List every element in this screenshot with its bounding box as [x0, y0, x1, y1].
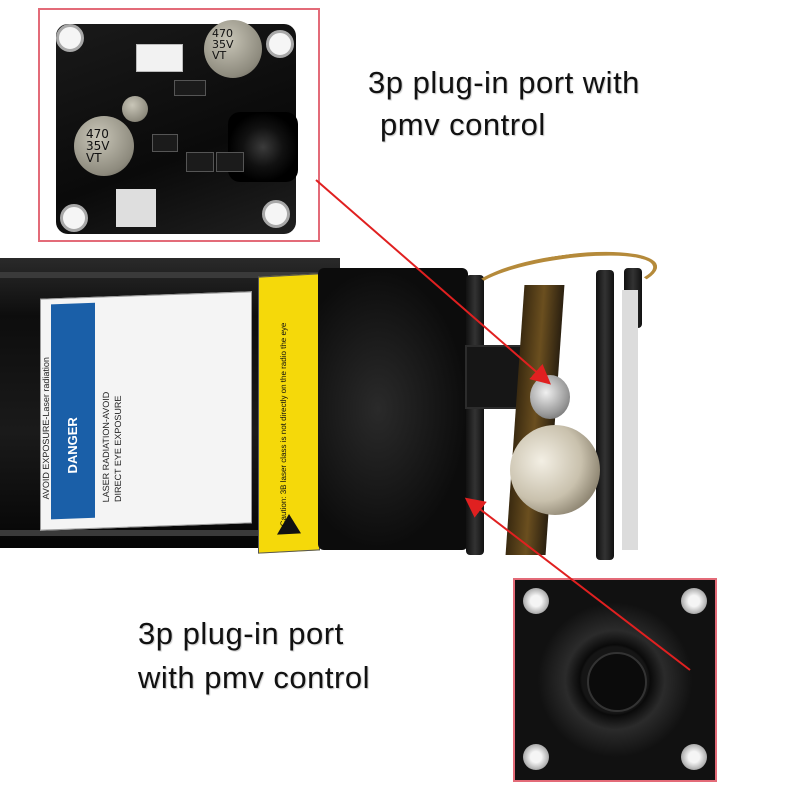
corner-screw	[523, 744, 549, 770]
caption-bottom-line2: with pmv control	[138, 660, 370, 695]
chip	[174, 80, 206, 96]
fan-hub	[587, 652, 647, 712]
corner-screw	[681, 744, 707, 770]
heatsink-fin	[0, 272, 340, 278]
capacitor	[510, 425, 600, 515]
arrow-to-port	[315, 179, 552, 385]
mount-rod	[596, 270, 614, 560]
side-panel	[622, 290, 638, 550]
caption-bottom-line1: 3p plug-in port	[138, 616, 344, 651]
caption-top: 3p plug-in port with pmv control	[368, 62, 768, 146]
capacitor	[122, 96, 148, 122]
mount-hole	[56, 24, 84, 52]
caption-bottom: 3p plug-in port with pmv control	[138, 612, 498, 700]
capacitor: 470 35V VT	[204, 20, 262, 78]
corner-screw	[523, 588, 549, 614]
caption-top-line2: pmv control	[380, 107, 546, 142]
push-button	[116, 189, 156, 227]
mount-hole	[266, 30, 294, 58]
three-pin-plug	[136, 44, 183, 72]
capacitor: 470 35V VT	[74, 116, 134, 176]
cooling-fan	[318, 268, 468, 550]
driver-pcb: 470 35V VT 470 35V VT	[56, 20, 298, 234]
heatsink-fin	[0, 530, 340, 536]
chip	[152, 134, 178, 152]
caption-top-line1: 3p plug-in port with	[368, 65, 640, 100]
arrow-to-fan	[464, 497, 691, 671]
chip	[216, 152, 244, 172]
capacitor-label: 470 35V VT	[86, 127, 110, 165]
corner-screw	[681, 588, 707, 614]
mount-hole	[262, 200, 290, 228]
pcb-inset: 470 35V VT 470 35V VT	[38, 8, 320, 242]
capacitor-label: 470 35V VT	[212, 27, 234, 62]
mount-hole	[60, 204, 88, 232]
chip	[186, 152, 214, 172]
